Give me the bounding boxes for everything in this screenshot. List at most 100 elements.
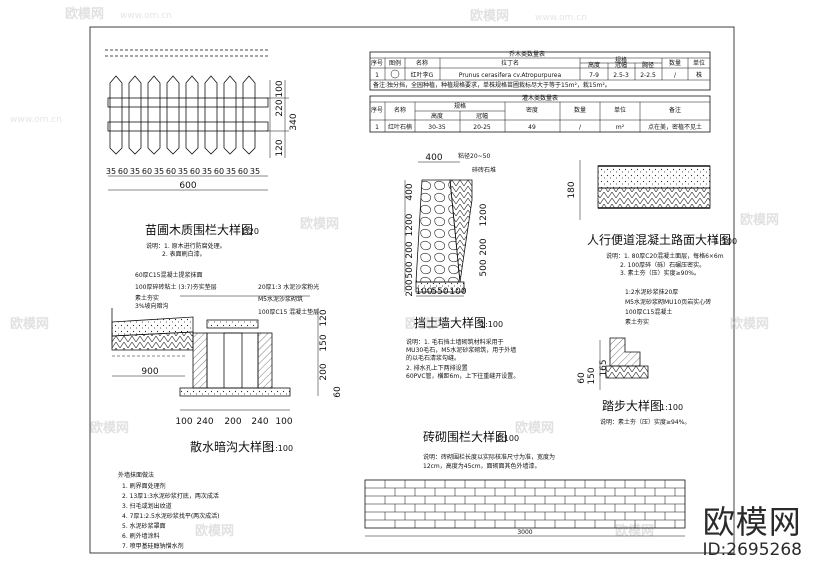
svg-text:数量: 数量 — [574, 106, 586, 114]
svg-text:说明：砖砌围栏长度以实际核准尺寸为准，宽度为: 说明：砖砌围栏长度以实际核准尺寸为准，宽度为 — [423, 453, 555, 461]
svg-text:100厚C15混凝土: 100厚C15混凝土 — [625, 308, 672, 316]
svg-text:35: 35 — [154, 167, 164, 176]
svg-text:1200: 1200 — [479, 203, 489, 226]
watermark: 欧模网 www.om.cn 欧模网 www.om.cn 欧模网 欧模网 www.… — [10, 6, 779, 539]
logo: 欧模网 ID:2695268 — [702, 504, 802, 560]
svg-text:拉丁名: 拉丁名 — [501, 59, 519, 67]
svg-text:2.5-3: 2.5-3 — [613, 72, 629, 79]
retaining-wall-detail: 粘径20~50 碎砖石堆 400 400 1200 200 500 200 12… — [404, 152, 519, 380]
svg-text:35: 35 — [178, 167, 188, 176]
svg-text:2-2.5: 2-2.5 — [640, 72, 656, 79]
svg-text:欧模网: 欧模网 — [515, 420, 554, 436]
svg-text:名称: 名称 — [394, 106, 406, 114]
svg-text:2. 排水孔上下两排设置: 2. 排水孔上下两排设置 — [406, 364, 468, 372]
svg-text:/: / — [579, 124, 582, 131]
svg-text:100: 100 — [275, 417, 292, 427]
svg-text:200: 200 — [479, 238, 489, 255]
svg-text:240: 240 — [196, 417, 213, 427]
brick-fence-detail: 砖砌围栏大样图 1:100 说明：砖砌围栏长度以实际核准尺寸为准，宽度为 12c… — [364, 429, 686, 537]
svg-text:的以毛石清浆勾缝。: 的以毛石清浆勾缝。 — [406, 354, 460, 362]
svg-text:欧模网: 欧模网 — [740, 212, 779, 228]
svg-text:7-9: 7-9 — [589, 72, 599, 79]
shrub-table: 灌木类数量表 序号 名称 规格 密度 数量 单位 备注 高度 冠幅 1 红叶石楠… — [369, 94, 711, 133]
road-detail: 180 人行便道混凝土路面大样图 1:100 说明：1. 80厚C20混凝土面层… — [567, 160, 737, 277]
svg-text:120: 120 — [275, 139, 285, 156]
svg-text:180: 180 — [567, 181, 577, 198]
svg-text:400: 400 — [405, 183, 415, 200]
svg-text:1:2水泥砂浆抹20厚: 1:2水泥砂浆抹20厚 — [625, 288, 678, 296]
svg-text:冠幅: 冠幅 — [615, 61, 627, 69]
svg-text:60厚C15混凝土提浆抹面: 60厚C15混凝土提浆抹面 — [135, 271, 202, 279]
svg-text:素土夯实: 素土夯实 — [135, 294, 159, 302]
svg-text:6. 刷外墙涂料: 6. 刷外墙涂料 — [122, 532, 160, 540]
svg-text:冠幅: 冠幅 — [476, 112, 488, 120]
svg-text:550: 550 — [431, 287, 448, 297]
svg-text:20-25: 20-25 — [473, 124, 491, 131]
svg-text:2. 100厚碎（砾）石碾压密实。: 2. 100厚碎（砾）石碾压密实。 — [620, 261, 705, 269]
svg-text:35: 35 — [106, 167, 116, 176]
svg-text:欧模网: 欧模网 — [10, 316, 49, 332]
tree-table-title: 乔木类数量表 — [509, 50, 545, 58]
wooden-fence-detail: 220 120 100 340 35 60 35 60 35 60 35 60 … — [105, 49, 299, 258]
drain-title: 散水暗沟大样图 — [190, 439, 274, 454]
svg-text:60: 60 — [166, 167, 176, 176]
svg-text:Prunus cerasifera cv.Atropurpu: Prunus cerasifera cv.Atropurpurea — [459, 72, 562, 79]
svg-text:高度: 高度 — [588, 61, 600, 69]
svg-text:200: 200 — [405, 241, 415, 258]
step-title: 踏步大样图 — [602, 398, 662, 413]
logo-name: 欧模网 — [702, 503, 802, 541]
svg-text:60: 60 — [333, 386, 343, 398]
svg-text:www.om.cn: www.om.cn — [120, 11, 172, 21]
svg-text:2. 表面刷白漆。: 2. 表面刷白漆。 — [162, 250, 206, 258]
svg-text:M5水泥砂浆砌MU10页岩实心砖: M5水泥砂浆砌MU10页岩实心砖 — [625, 298, 711, 306]
svg-text:60: 60 — [577, 372, 587, 384]
svg-text:35: 35 — [130, 167, 140, 176]
svg-text:粘径20~50: 粘径20~50 — [458, 152, 490, 160]
svg-text:www.om.cn: www.om.cn — [535, 13, 587, 23]
svg-text:3%坡向暗沟: 3%坡向暗沟 — [135, 302, 169, 310]
svg-text:欧模网: 欧模网 — [470, 8, 509, 24]
svg-text:图例: 图例 — [389, 59, 401, 67]
svg-text:150: 150 — [587, 367, 597, 384]
svg-text:名称: 名称 — [416, 59, 428, 67]
svg-text:1200: 1200 — [405, 213, 415, 236]
svg-text:说明：1. 原木进行防腐处理。: 说明：1. 原木进行防腐处理。 — [146, 242, 226, 250]
svg-text:120: 120 — [319, 309, 329, 326]
svg-text:60: 60 — [214, 167, 224, 176]
svg-text:2. 13厚1:3水泥砂浆打底，两次成活: 2. 13厚1:3水泥砂浆打底，两次成活 — [122, 492, 219, 500]
svg-text:100厚碎砖粘土 (3:7)夯实垫层: 100厚碎砖粘土 (3:7)夯实垫层 — [135, 283, 217, 291]
svg-text:株: 株 — [696, 71, 702, 79]
notes-block: 外墙抹面做法 1. 刷界面处理剂 2. 13厚1:3水泥砂浆打底，两次成活 3.… — [118, 471, 220, 550]
svg-text:M5水泥沙浆砌筑: M5水泥沙浆砌筑 — [258, 295, 303, 303]
svg-text:100厚C15 混凝土垫层: 100厚C15 混凝土垫层 — [258, 308, 319, 316]
tree-legend-icon — [390, 69, 400, 79]
svg-text:说明：1. 80厚C20混凝土面层，每格6×6m: 说明：1. 80厚C20混凝土面层，每格6×6m — [606, 252, 724, 260]
svg-text:1: 1 — [375, 72, 379, 79]
svg-text:400: 400 — [425, 153, 442, 163]
brick-title: 砖砌围栏大样图 — [423, 429, 507, 444]
svg-text:3000: 3000 — [517, 529, 532, 536]
svg-text:MU30毛石，M5水泥砂浆砌筑，用于外墙: MU30毛石，M5水泥砂浆砌筑，用于外墙 — [406, 346, 516, 354]
svg-text:说明：1. 毛石挡土墙砌筑材料采用于: 说明：1. 毛石挡土墙砌筑材料采用于 — [406, 338, 504, 346]
step-detail: 1:2水泥砂浆抹20厚 M5水泥砂浆砌MU10页岩实心砖 100厚C15混凝土 … — [577, 288, 711, 426]
svg-text:600: 600 — [179, 181, 196, 191]
svg-text:胸径: 胸径 — [642, 61, 654, 69]
svg-text:序号: 序号 — [371, 106, 383, 114]
svg-text:m²: m² — [616, 124, 625, 131]
retaining-scale: 1:100 — [480, 320, 503, 329]
svg-text:100: 100 — [175, 417, 192, 427]
svg-text:www.om.cn: www.om.cn — [10, 115, 62, 125]
svg-text:340: 340 — [289, 113, 299, 130]
svg-text:4. 7厚1:2.5水泥砂浆找平(两次成活): 4. 7厚1:2.5水泥砂浆找平(两次成活) — [122, 512, 220, 520]
svg-text:12cm，高度为45cm，面砌面其色外墙漆。: 12cm，高度为45cm，面砌面其色外墙漆。 — [423, 462, 541, 470]
svg-text:60: 60 — [238, 167, 248, 176]
svg-text:7. 喷甲基硅醇钠憎水剂: 7. 喷甲基硅醇钠憎水剂 — [122, 542, 184, 550]
road-scale: 1:100 — [714, 237, 737, 246]
drain-bottom-dims: 100 240 200 240 100 — [175, 409, 293, 427]
shrub-table-title: 灌木类数量表 — [522, 94, 558, 102]
svg-text:200: 200 — [224, 417, 241, 427]
tree-table: 乔木类数量表 序号 图例 名称 拉丁名 规格 数量 单位 高度 冠幅 胸径 1 … — [369, 50, 711, 91]
svg-text:3. 扫毛或划出纹道: 3. 扫毛或划出纹道 — [122, 502, 172, 510]
logo-id: ID:2695268 — [702, 540, 802, 560]
